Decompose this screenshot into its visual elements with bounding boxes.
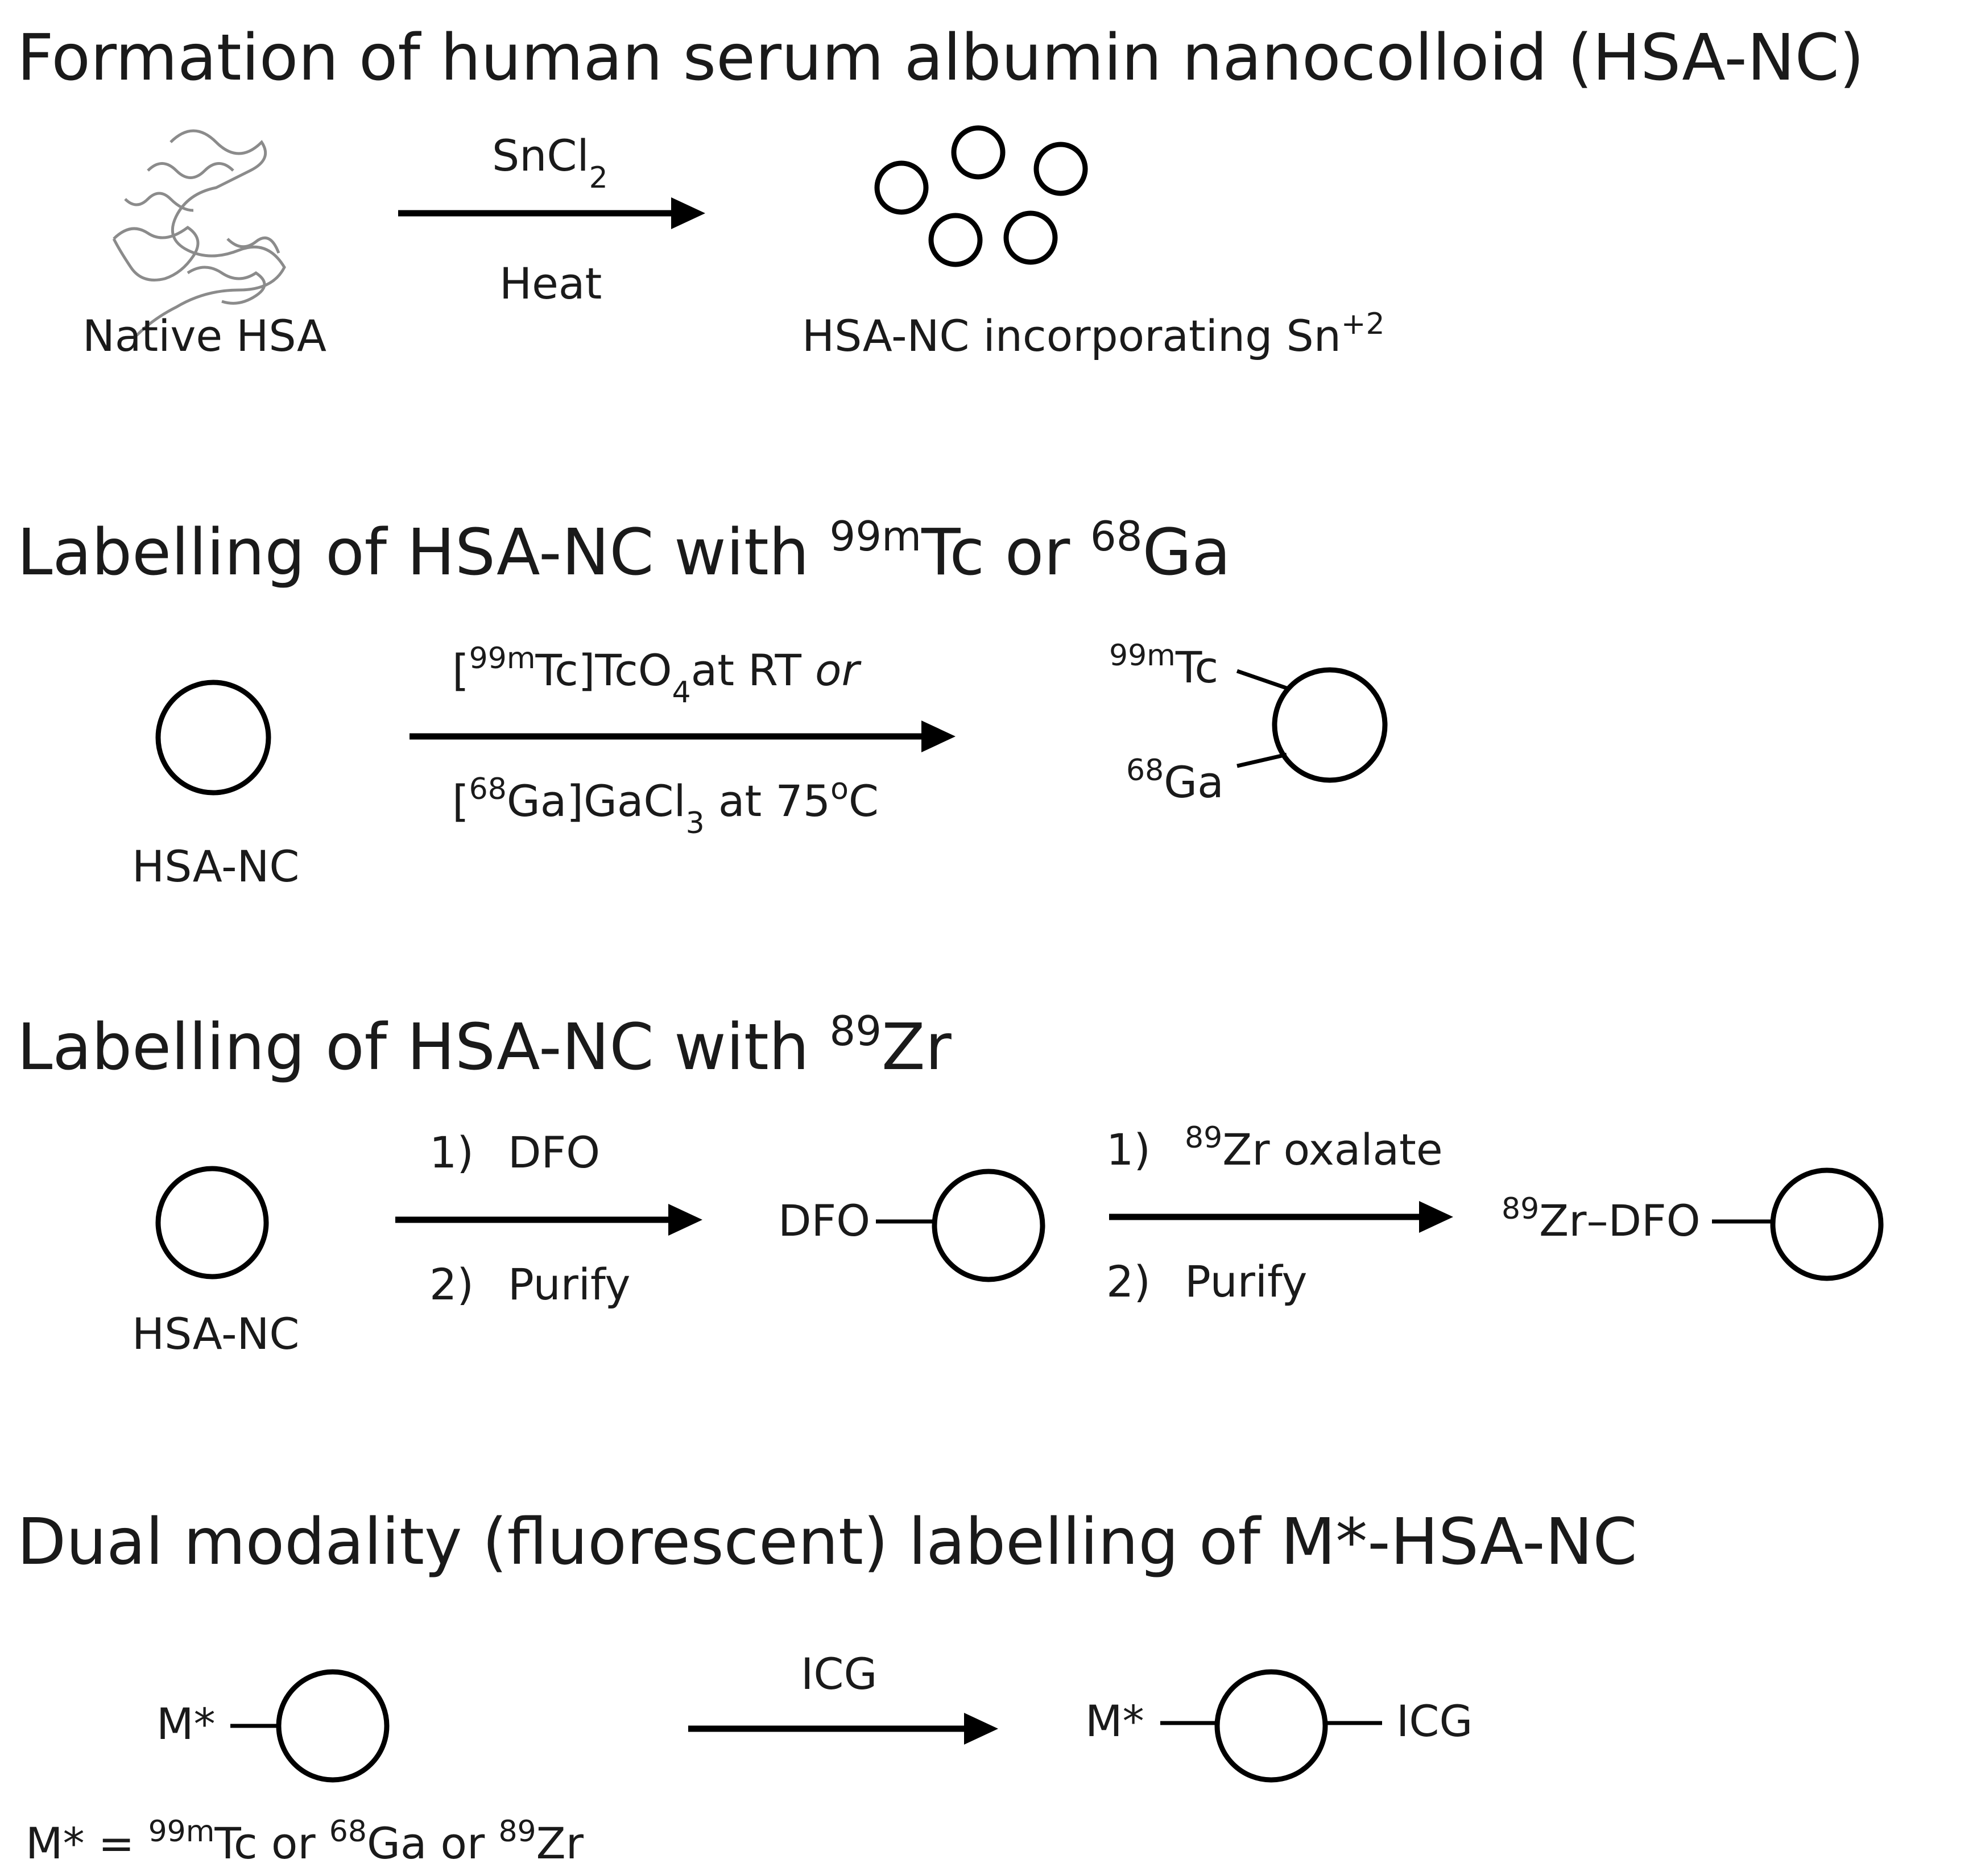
step-purify-1: 2)Purify: [429, 1259, 630, 1310]
hsa-nc-incorporating-sn-label: HSA-NC incorporating Sn+2: [802, 307, 1385, 361]
dfo-hsa-nc-particle: [932, 1169, 1045, 1282]
m-hsa-nc-icg-particle: [1214, 1669, 1328, 1783]
m-hsa-nc-particle: [276, 1669, 390, 1783]
particle: [1033, 142, 1088, 196]
particle: [1003, 210, 1058, 265]
tc-bond: [1236, 669, 1288, 690]
hsa-nc-particles: [874, 125, 1088, 267]
reaction-arrow-4: [1109, 1201, 1453, 1233]
hsa-nc-label: HSA-NC: [132, 841, 299, 892]
native-hsa-label: Native HSA: [82, 310, 326, 361]
zr-dfo-hsa-nc-particle: [1770, 1167, 1884, 1281]
reagent-pertechnetate: [99mTc]TcO4at RT or: [452, 641, 862, 710]
labelled-hsa-nc-particle: [1272, 667, 1388, 783]
step-dfo: 1)DFO: [429, 1127, 600, 1178]
reaction-arrow-1: [398, 197, 705, 229]
hsa-nc-particle: [155, 680, 271, 796]
reagent-gallium-chloride: [68Ga]GaCl3 at 75oC: [452, 772, 879, 840]
reagent-icg: ICG: [801, 1649, 877, 1699]
section-3-title: Labelling of HSA-NC with 89Zr: [17, 1007, 952, 1084]
reagent-heat: Heat: [499, 258, 602, 309]
section-zr-labelling: Labelling of HSA-NC with 89Zr HSA-NC 1)D…: [17, 1007, 1884, 1359]
reaction-arrow-5: [688, 1713, 998, 1745]
native-hsa-protein-image: [112, 129, 286, 337]
section-4-title: Dual modality (fluorescent) labelling of…: [17, 1505, 1637, 1579]
particle: [951, 125, 1006, 180]
reaction-arrow-2: [410, 720, 956, 752]
section-dual-modality: Dual modality (fluorescent) labelling of…: [17, 1505, 1637, 1869]
ga-bond: [1236, 752, 1287, 768]
reaction-arrow-3: [395, 1204, 702, 1236]
section-formation: Formation of human serum albumin nanocol…: [17, 21, 1864, 361]
product-m-star-label: M*: [1085, 1696, 1144, 1746]
product-icg-label: ICG: [1396, 1696, 1473, 1746]
section-tc-ga-labelling: Labelling of HSA-NC with 99mTc or 68Ga H…: [17, 512, 1388, 892]
particle: [874, 160, 929, 215]
label-ga68: 68Ga: [1126, 753, 1224, 807]
m-star-definition: M* = 99mTc or 68Ga or 89Zr: [26, 1815, 584, 1869]
dfo-label: DFO: [778, 1195, 870, 1246]
step-zr-oxalate: 1)89Zr oxalate: [1106, 1121, 1443, 1175]
hsa-nc-particle: [155, 1166, 269, 1279]
section-1-title: Formation of human serum albumin nanocol…: [17, 21, 1864, 95]
step-purify-2: 2)Purify: [1106, 1256, 1307, 1307]
reagent-sncl2: SnCl2: [492, 130, 608, 195]
section-2-title: Labelling of HSA-NC with 99mTc or 68Ga: [17, 512, 1231, 590]
m-star-label: M*: [156, 1699, 216, 1749]
hsa-nc-label: HSA-NC: [132, 1308, 299, 1359]
label-tc99m: 99mTc: [1109, 639, 1218, 693]
particle: [928, 213, 983, 267]
zr-dfo-label: 89Zr–DFO: [1502, 1192, 1701, 1246]
